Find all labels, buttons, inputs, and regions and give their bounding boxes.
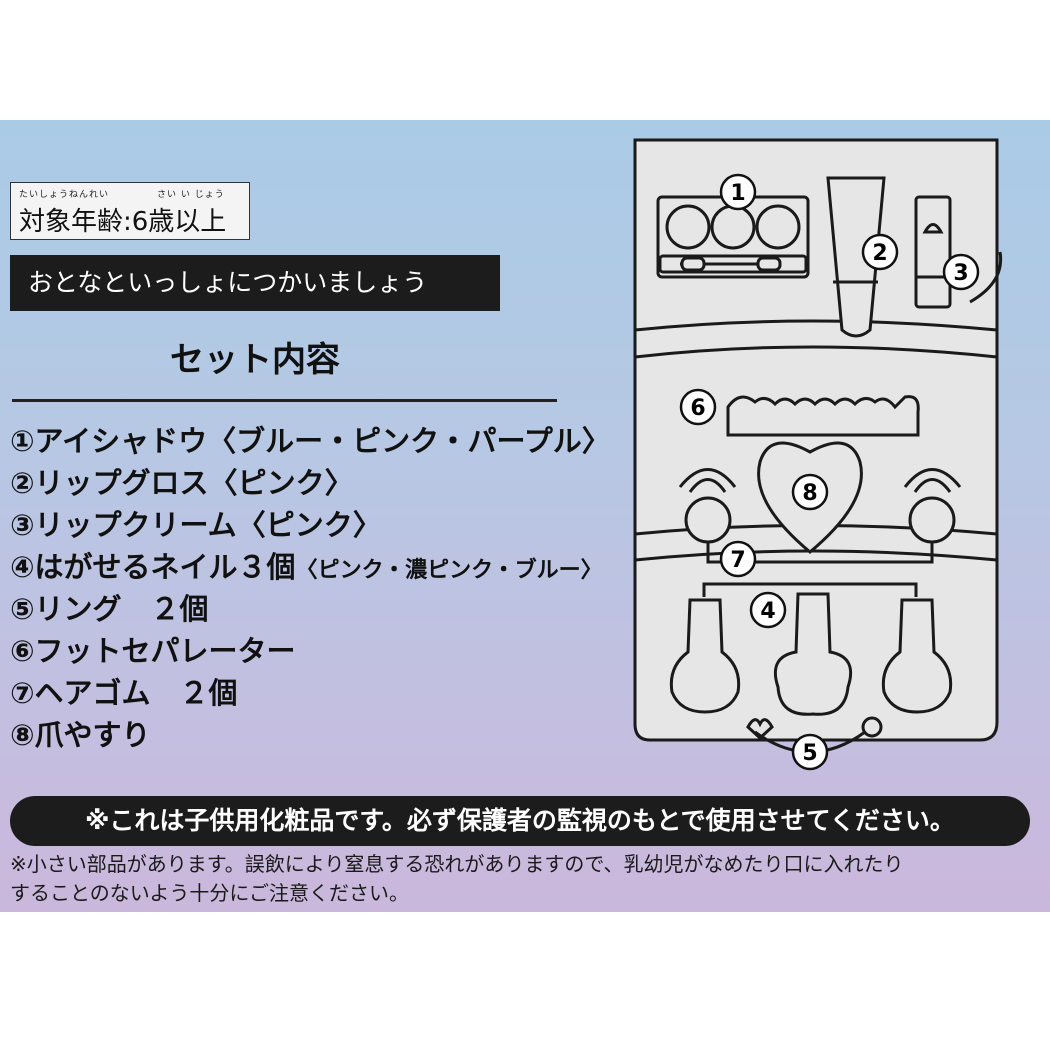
diagram-number-6: 6 [679, 388, 717, 426]
age-ruby-right: さい い じょう [157, 190, 225, 200]
package-panel: たいしょうねんれい さい い じょう 対象年齢:6歳以上 おとなといっしょにつか… [0, 120, 1050, 912]
age-ruby-left: たいしょうねんれい [19, 190, 110, 200]
diagram-number-3: 3 [942, 253, 980, 291]
caution-line: することのないよう十分にご注意ください。 [10, 881, 409, 905]
contents-list: ①アイシャドウ〈ブルー・ピンク・パープル〉 ②リップグロス〈ピンク〉 ③リップク… [10, 420, 611, 756]
diagram-number-8: 8 [791, 473, 829, 511]
diagram-number-7: 7 [719, 540, 757, 578]
target-age-box: たいしょうねんれい さい い じょう 対象年齢:6歳以上 [10, 182, 250, 240]
svg-text:3: 3 [953, 261, 968, 286]
list-item: ⑧爪やすり [10, 718, 151, 752]
list-item: ⑤リング ２個 [10, 592, 209, 626]
child-cosmetics-warning: ※これは子供用化粧品です。必ず保護者の監視のもとで使用させてください。 [10, 796, 1030, 846]
use-with-adult-notice: おとなといっしょにつかいましょう [10, 255, 500, 311]
choking-caution: ※小さい部品があります。誤飲により窒息する恐れがありますので、乳幼児がなめたり口… [10, 850, 1040, 908]
svg-text:2: 2 [872, 241, 887, 266]
nail-polish-icon [881, 598, 953, 714]
lip-balm-icon [914, 195, 952, 309]
list-item: ①アイシャドウ〈ブルー・ピンク・パープル〉 [10, 424, 611, 458]
hair-tie-flower-icon [684, 496, 732, 544]
foot-separator-icon [726, 395, 920, 437]
ring-icon [861, 716, 883, 738]
svg-text:8: 8 [802, 481, 817, 506]
list-item: ②リップグロス〈ピンク〉 [10, 466, 354, 500]
diagram-number-2: 2 [861, 233, 899, 271]
list-item: ⑥フットセパレーター [10, 634, 296, 668]
hair-tie-icon [903, 468, 962, 488]
list-item: ⑦ヘアゴム ２個 [10, 676, 238, 710]
svg-text:7: 7 [730, 548, 745, 573]
tray-divider [634, 319, 998, 332]
svg-text:1: 1 [730, 181, 745, 206]
target-age-label: 対象年齢:6歳以上 [19, 207, 227, 237]
list-item: ④はがせるネイル３個〈ピンク・濃ピンク・ブルー〉 [10, 550, 603, 584]
diagram-number-4: 4 [749, 591, 787, 629]
ring-icon [746, 718, 774, 741]
lip-gloss-icon [826, 176, 886, 338]
svg-text:5: 5 [802, 741, 817, 766]
nail-polish-icon [773, 592, 853, 716]
hair-tie-flower-icon [908, 496, 956, 544]
tray-outline [633, 138, 999, 742]
diagram-number-1: 1 [719, 173, 757, 211]
list-item: ③リップクリーム〈ピンク〉 [10, 508, 382, 542]
tray-divider [634, 345, 998, 359]
set-contents-title: セット内容 [170, 340, 340, 380]
nail-polish-icon [669, 598, 741, 714]
svg-text:6: 6 [690, 396, 705, 421]
hair-tie-icon [678, 468, 737, 488]
title-divider [12, 399, 557, 402]
product-tray-diagram: 1 2 3 4 5 6 7 8 [633, 138, 1003, 771]
svg-text:4: 4 [760, 599, 775, 624]
caution-line: ※小さい部品があります。誤飲により窒息する恐れがありますので、乳幼児がなめたり口… [10, 852, 904, 876]
diagram-number-5: 5 [791, 733, 829, 771]
